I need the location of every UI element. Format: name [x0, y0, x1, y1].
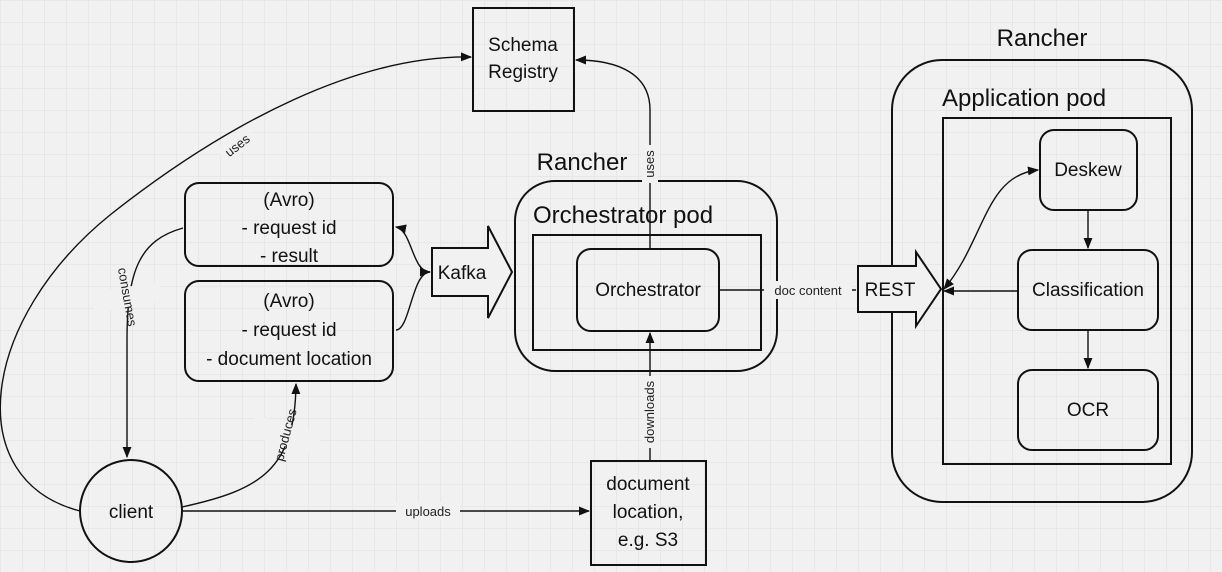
deskew-label: Deskew [1054, 160, 1122, 181]
doc-content-edge-label: doc content [774, 283, 842, 298]
avro-request-to-kafka-edge [395, 267, 432, 331]
orchestrator-label: Orchestrator [595, 280, 701, 301]
ocr-label: OCR [1067, 400, 1109, 421]
kafka-label: Kafka [438, 263, 487, 284]
document-location-line-1: document [606, 474, 690, 495]
rancher-left-label: Rancher [537, 149, 628, 176]
avro-request-line-1: (Avro) [263, 291, 314, 312]
consumes-edge [122, 227, 184, 459]
document-location-line-3: e.g. S3 [618, 530, 678, 551]
avro-result-line-3: - result [260, 246, 319, 267]
rest-label: REST [865, 280, 916, 301]
client-uses-registry-edge [0, 52, 473, 512]
rest-deskew-edge [943, 166, 1040, 290]
orchestrator-uses-registry-edge [574, 55, 651, 249]
avro-request-line-3: - document location [206, 349, 372, 370]
kafka-to-avro-result-edge [394, 224, 431, 273]
schema-registry-line-2: Registry [488, 62, 558, 83]
avro-request-line-2: - request id [241, 320, 336, 341]
uploads-edge-label: uploads [405, 504, 451, 519]
ocr-node[interactable] [1017, 369, 1159, 451]
uses-orchestrator-edge-label: uses [642, 150, 657, 178]
rest-arrow-shape[interactable] [857, 248, 943, 330]
rancher-right-label: Rancher [997, 25, 1088, 52]
client-label: client [109, 502, 154, 523]
schema-registry-node[interactable] [472, 7, 575, 112]
avro-result-line-2: - request id [241, 218, 336, 239]
application-pod-label: Application pod [942, 85, 1106, 112]
document-location-line-2: location, [613, 502, 684, 523]
schema-registry-line-1: Schema [488, 35, 558, 56]
downloads-edge-label: downloads [642, 380, 657, 443]
kafka-arrow-shape[interactable] [431, 225, 514, 319]
avro-result-node[interactable] [184, 182, 394, 267]
document-location-node[interactable] [590, 460, 707, 566]
avro-result-line-1: (Avro) [263, 190, 314, 211]
orchestrator-pod-label: Orchestrator pod [533, 202, 713, 229]
avro-request-node[interactable] [184, 280, 394, 382]
orchestrator-pod-box[interactable] [532, 234, 762, 351]
produces-edge [181, 382, 301, 508]
classification-label: Classification [1032, 280, 1144, 301]
